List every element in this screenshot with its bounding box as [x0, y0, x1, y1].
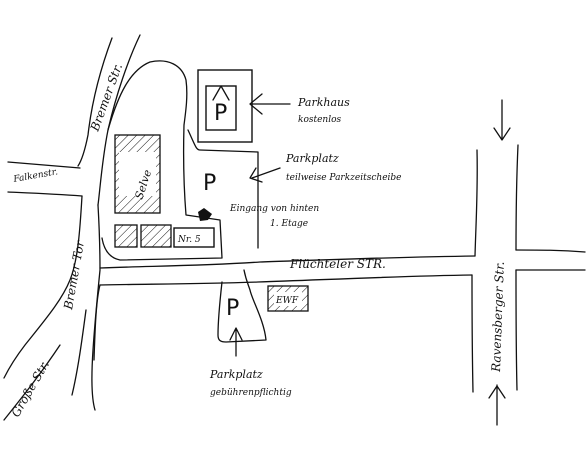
arrow-to-parkplatz1-icon: [249, 167, 281, 183]
entrance-line2: 1. Etage: [270, 219, 308, 229]
road-lower-parking: [217, 269, 267, 343]
road-fluechteler-str: [99, 255, 476, 286]
parkplatz1-title: Parkplatz: [285, 152, 339, 165]
parkplatz1-note: teilweise Parkzeitscheibe: [286, 173, 402, 183]
street-label-ravensberger-str: Ravensberger Str.: [489, 261, 507, 373]
road-parkhaus-access: [187, 129, 259, 249]
road-right-crossing: [515, 249, 586, 271]
building-ewf-label: EWF: [275, 296, 299, 306]
street-label-grosse-str: Große Str.: [8, 358, 52, 419]
road-bremer-tor: [3, 195, 101, 411]
parkplatz1-p-symbol: P: [203, 171, 216, 196]
parkplatz2-title: Parkplatz: [209, 368, 263, 381]
building-small-2: [140, 224, 172, 248]
road-inner-block: [101, 60, 223, 261]
building-nr5: [173, 227, 215, 248]
arrow-to-parkhaus-icon: [249, 93, 291, 115]
road-lower-left-block: [93, 284, 101, 361]
building-small-1: [114, 224, 138, 248]
parkhaus-p-symbol: P: [214, 101, 227, 126]
street-label-falkenstr: Falkenstr.: [12, 167, 59, 185]
road-ravensberger-str: [471, 144, 519, 393]
building-nr5-label: Nr. 5: [177, 235, 201, 245]
parkhaus-title: Parkhaus: [297, 96, 350, 109]
road-falkenstr: [7, 161, 83, 197]
parkplatz2-note: gebührenpflichtig: [210, 388, 292, 398]
entrance-line1: Eingang von hinten: [229, 204, 319, 214]
road-network: [3, 34, 586, 421]
street-label-fluechteler-str: Flüchteler STR.: [289, 257, 386, 271]
parkhaus-roof: [212, 85, 230, 101]
parkplatz2-p-symbol: P: [226, 296, 239, 321]
arrow-down-icon: [493, 99, 511, 141]
annotation-arrows: [229, 93, 511, 426]
arrow-to-parkplatz2-icon: [229, 327, 243, 357]
entrance-marker-icon: [198, 208, 212, 221]
street-label-bremer-tor: Bremer Tor: [61, 238, 87, 311]
road-grosse-str: [3, 309, 87, 421]
arrow-up-icon: [488, 384, 506, 426]
parkhaus-note: kostenlos: [298, 115, 342, 125]
